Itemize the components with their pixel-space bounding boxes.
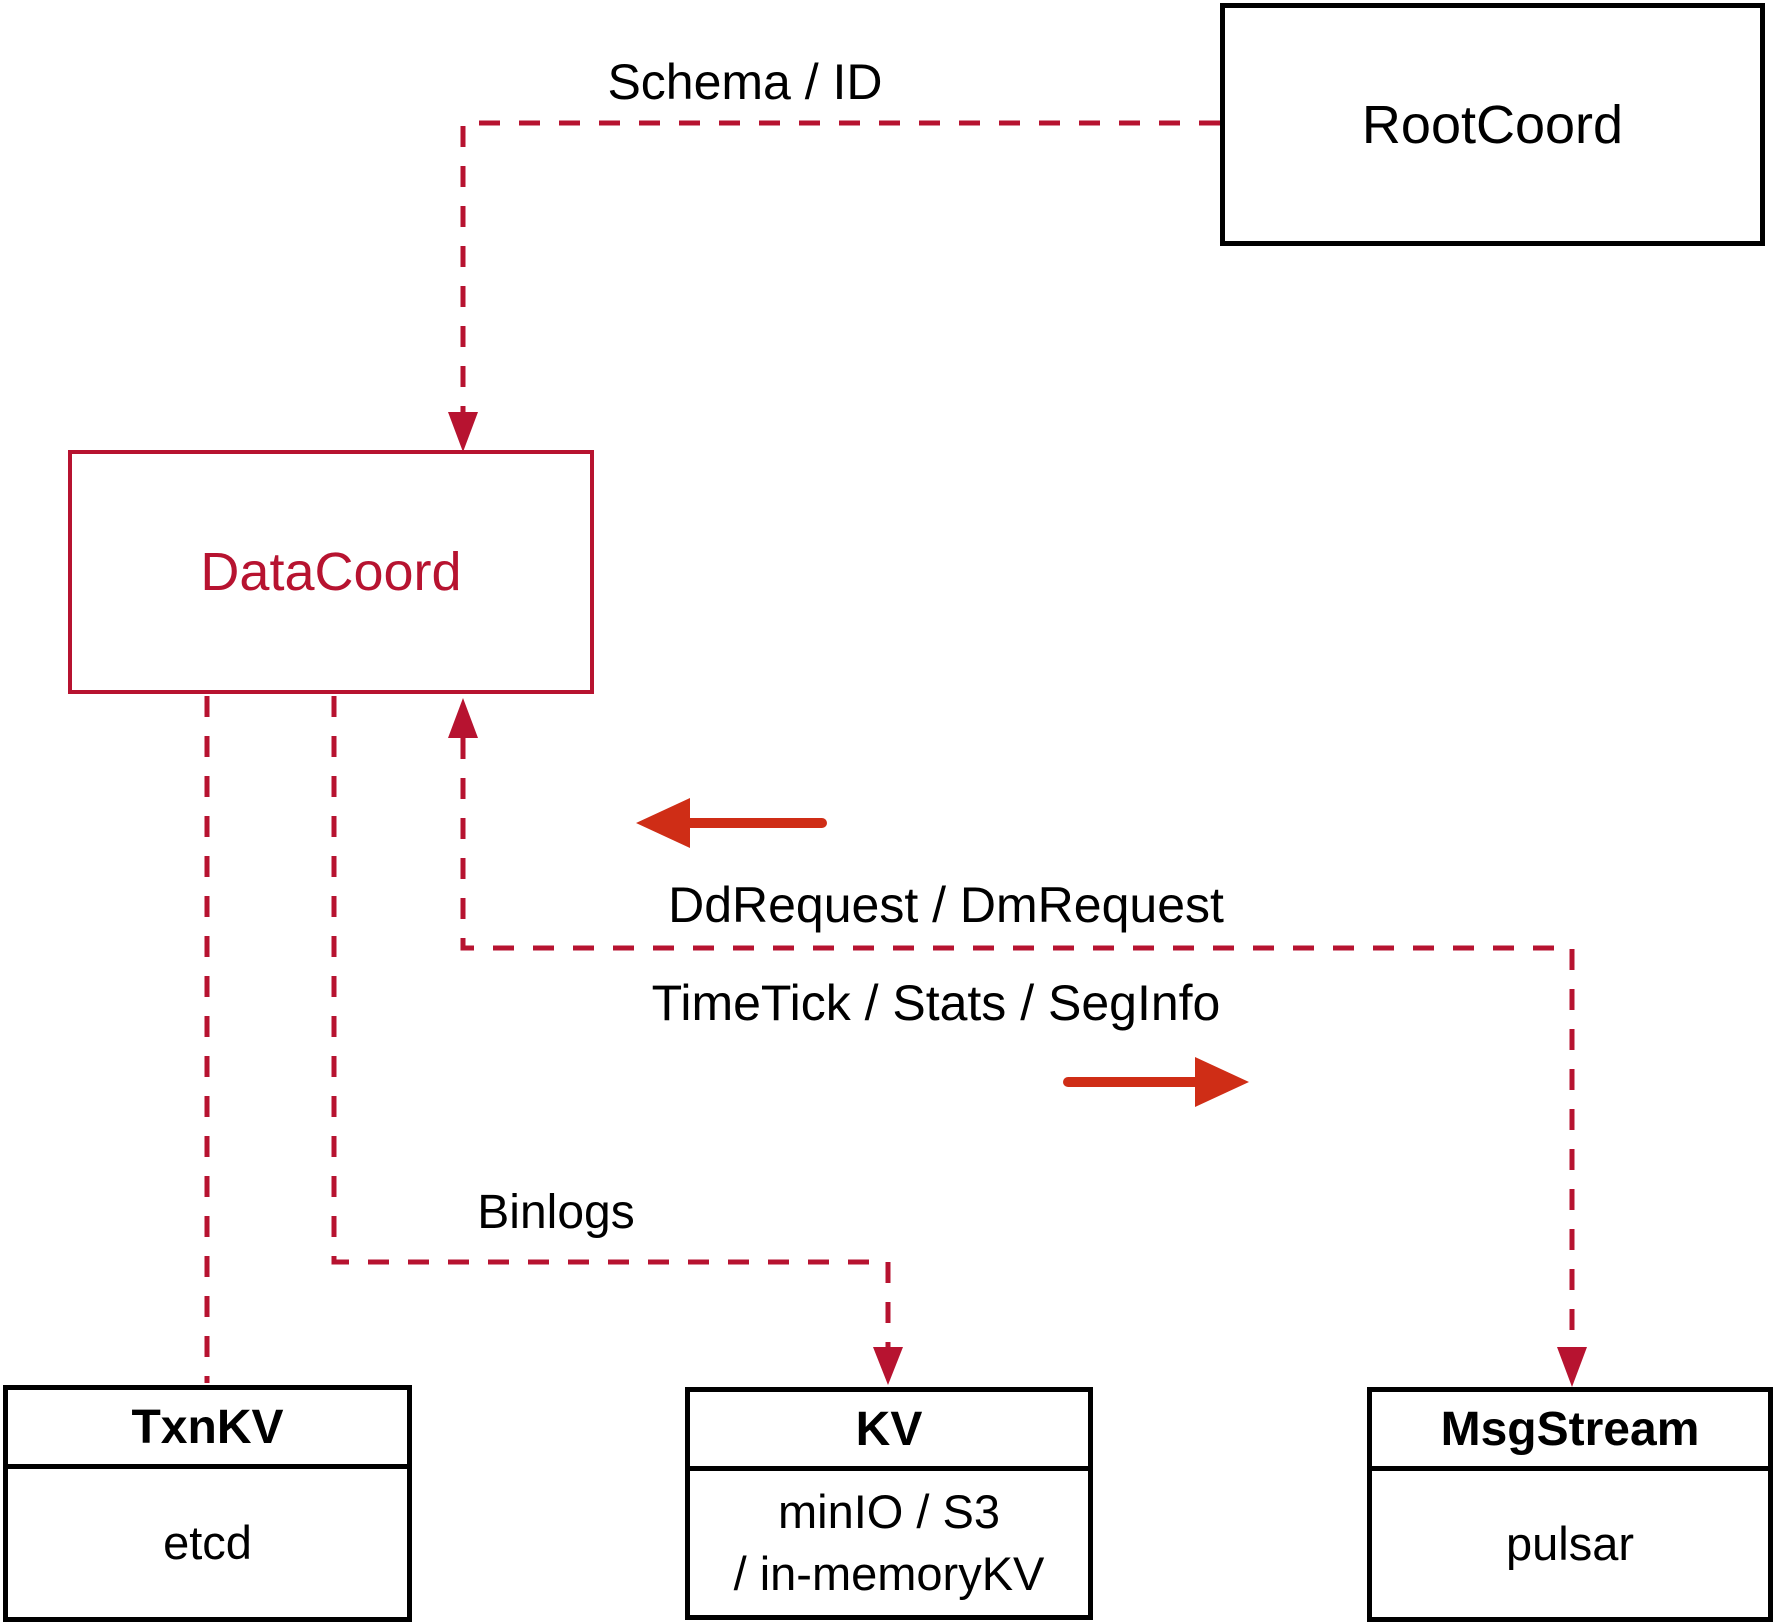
node-kv-title: KV [690, 1392, 1088, 1471]
edge-binlogs [331, 696, 891, 1347]
node-rootcoord: RootCoord [1220, 3, 1765, 246]
edge-binlogs-arrowhead [873, 1347, 903, 1385]
node-kv-subtitle-line1: minIO / S3 [777, 1485, 1000, 1538]
node-rootcoord-title: RootCoord [1361, 94, 1624, 155]
edge-schema-id-arrowhead [448, 412, 478, 452]
node-kv: KV minIO / S3 / in-memoryKV [685, 1387, 1093, 1620]
edge-label-schema-id: Schema / ID [607, 54, 883, 110]
edge-label-dd-request: DdRequest / DmRequest [668, 877, 1224, 933]
node-txnkv-subtitle: etcd [163, 1516, 252, 1569]
left-direction-arrow-head [636, 798, 690, 848]
node-datacoord-title: DataCoord [200, 542, 462, 602]
edge-label-timetick: TimeTick / Stats / SegInfo [651, 975, 1221, 1031]
edge-datacoord-up-arrowhead [448, 698, 478, 738]
node-msgstream-subtitle: pulsar [1505, 1517, 1634, 1570]
node-txnkv-title: TxnKV [8, 1390, 407, 1469]
node-msgstream: MsgStream pulsar [1367, 1387, 1773, 1622]
node-txnkv: TxnKV etcd [3, 1385, 412, 1622]
node-msgstream-title: MsgStream [1372, 1392, 1768, 1471]
edge-schema-id [460, 120, 1220, 412]
edge-msgstream-down-arrowhead [1557, 1347, 1587, 1387]
node-kv-subtitle: minIO / S3 / in-memoryKV [690, 1471, 1088, 1615]
node-kv-subtitle-line2: / in-memoryKV [733, 1547, 1045, 1600]
edge-msgstream-datacoord [460, 738, 1575, 1347]
right-direction-arrow-head [1195, 1057, 1249, 1107]
node-datacoord: DataCoord [68, 450, 594, 694]
edge-label-binlogs: Binlogs [477, 1186, 635, 1239]
